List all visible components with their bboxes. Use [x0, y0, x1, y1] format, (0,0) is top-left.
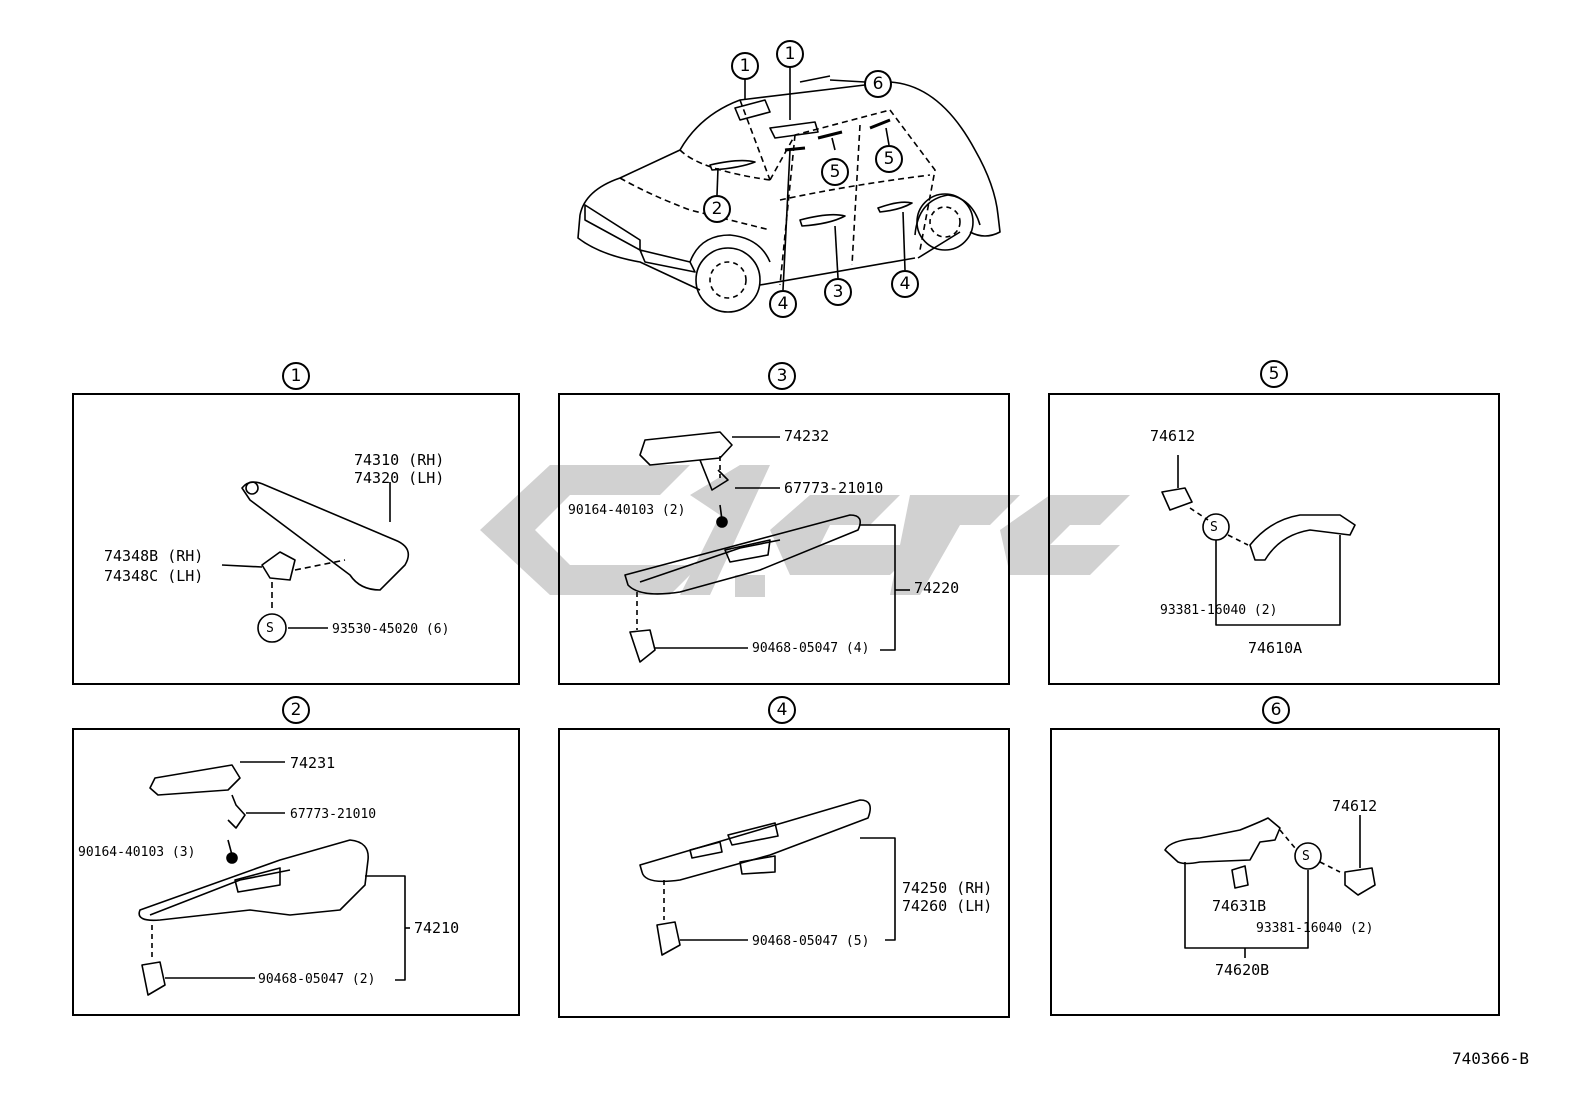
- label-screw: 93381-16040 (2): [1256, 921, 1374, 936]
- panel-3-number: 3: [768, 362, 796, 390]
- label-armrest: 74210: [414, 919, 460, 937]
- label-armrest-lh: 74260 (LH): [902, 897, 993, 915]
- label-grip: 74620B: [1215, 961, 1270, 979]
- overview-callout: 4: [769, 290, 797, 318]
- overview-callout: 5: [821, 158, 849, 186]
- label-cover: 74612: [1150, 427, 1196, 445]
- overview-callout: 4: [891, 270, 919, 298]
- overview-callout: 1: [776, 40, 804, 68]
- panel-6-rear-assist-grip: [1050, 728, 1500, 1016]
- screw-symbol: S: [1210, 520, 1218, 535]
- panel-6-number: 6: [1262, 696, 1290, 724]
- panel-5-assist-grip: [1048, 393, 1500, 685]
- label-holder-rh: 74348B (RH): [104, 547, 204, 565]
- label-visor-rh: 74310 (RH): [354, 451, 445, 469]
- panel-5-number: 5: [1260, 360, 1288, 388]
- label-switch: 74231: [290, 754, 336, 772]
- label-armrest-rh: 74250 (RH): [902, 879, 993, 897]
- label-screw: 90164-40103 (2): [568, 503, 686, 518]
- label-clip-bottom: 90468-05047 (4): [752, 641, 870, 656]
- overview-callout: 3: [824, 278, 852, 306]
- overview-callout: 2: [703, 195, 731, 223]
- label-grip: 74610A: [1248, 639, 1303, 657]
- overview-callout: 5: [875, 145, 903, 173]
- label-switch: 74232: [784, 427, 830, 445]
- panel-4-number: 4: [768, 696, 796, 724]
- panel-1-number: 1: [282, 362, 310, 390]
- watermark-logo: [480, 465, 1130, 597]
- panel-1-sun-visor: [72, 393, 520, 685]
- label-screw: 93381-16040 (2): [1160, 603, 1278, 618]
- label-armrest: 74220: [914, 579, 960, 597]
- overview-callout: 6: [864, 70, 892, 98]
- label-clip: 67773-21010: [784, 479, 884, 497]
- label-clip-bottom: 90468-05047 (5): [752, 934, 870, 949]
- label-clip: 67773-21010: [290, 807, 377, 822]
- label-clip-bottom: 90468-05047 (2): [258, 972, 376, 987]
- label-hook: 74631B: [1212, 897, 1267, 915]
- overview-callout: 1: [731, 52, 759, 80]
- panel-4-door-armrest: [558, 728, 1010, 1018]
- figure-id: 740366-B: [1452, 1049, 1530, 1068]
- panel-2-front-door-armrest: [72, 728, 520, 1016]
- panel-3-rear-door-armrest: [558, 393, 1010, 685]
- label-visor-lh: 74320 (LH): [354, 469, 445, 487]
- screw-symbol: S: [266, 621, 274, 636]
- screw-symbol: S: [1302, 849, 1310, 864]
- panel-2-number: 2: [282, 696, 310, 724]
- label-screw: 93530-45020 (6): [332, 622, 450, 637]
- label-screw: 90164-40103 (3): [78, 845, 196, 860]
- label-cover: 74612: [1332, 797, 1378, 815]
- label-holder-lh: 74348C (LH): [104, 567, 204, 585]
